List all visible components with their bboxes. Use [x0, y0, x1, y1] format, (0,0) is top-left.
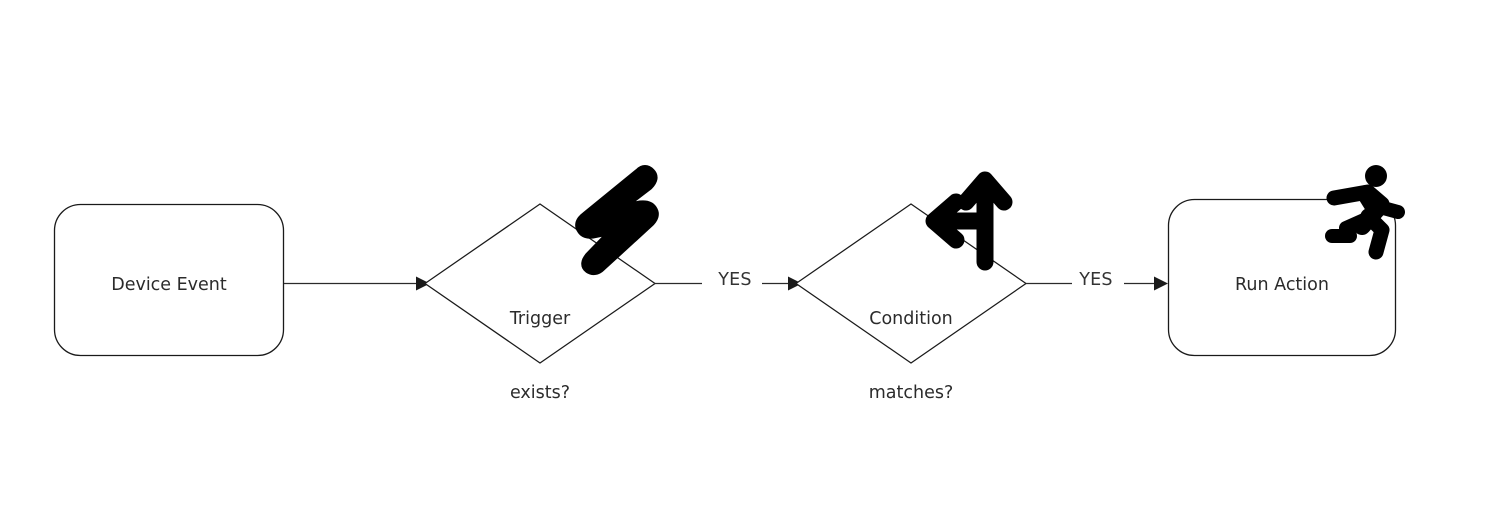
node-trigger-exists-line2: exists?	[509, 383, 571, 404]
node-device-event-shape[interactable]	[44, 194, 294, 366]
rounded-rect-outline	[53, 203, 285, 357]
node-condition-matches-label: Condition matches?	[796, 257, 1026, 456]
edge-event-to-trigger[interactable]	[280, 263, 430, 305]
branch-arrowhead-left	[925, 193, 965, 249]
running-person-icon	[1325, 165, 1405, 260]
runner-front-leg	[1360, 208, 1390, 260]
arrowhead-icon	[416, 276, 430, 291]
bolt-path	[575, 165, 659, 276]
node-condition-matches-line2: matches?	[868, 383, 954, 404]
lightning-bolt-icon	[575, 165, 659, 276]
node-device-event-label: Device Event	[111, 275, 227, 295]
runner-back-leg	[1339, 213, 1371, 235]
node-trigger-exists-line1: Trigger	[509, 308, 571, 329]
node-run-action-label: Run Action	[1235, 275, 1329, 295]
node-condition-matches-line1: Condition	[869, 308, 953, 329]
branch-arrow-icon	[925, 171, 1013, 271]
runner-front-arm	[1369, 199, 1405, 219]
edge-condition-to-action-right[interactable]	[1124, 263, 1170, 305]
edge-trigger-to-condition-left[interactable]	[652, 263, 702, 305]
node-trigger-exists-label: Trigger exists?	[425, 257, 655, 456]
runner-head	[1365, 165, 1387, 187]
edge-label-yes-2: YES	[1079, 270, 1113, 290]
arrowhead-icon	[1154, 276, 1168, 291]
branch-arrowhead-up	[957, 171, 1013, 211]
edge-condition-to-action-left[interactable]	[1024, 263, 1072, 305]
edge-label-yes-1: YES	[718, 270, 752, 290]
